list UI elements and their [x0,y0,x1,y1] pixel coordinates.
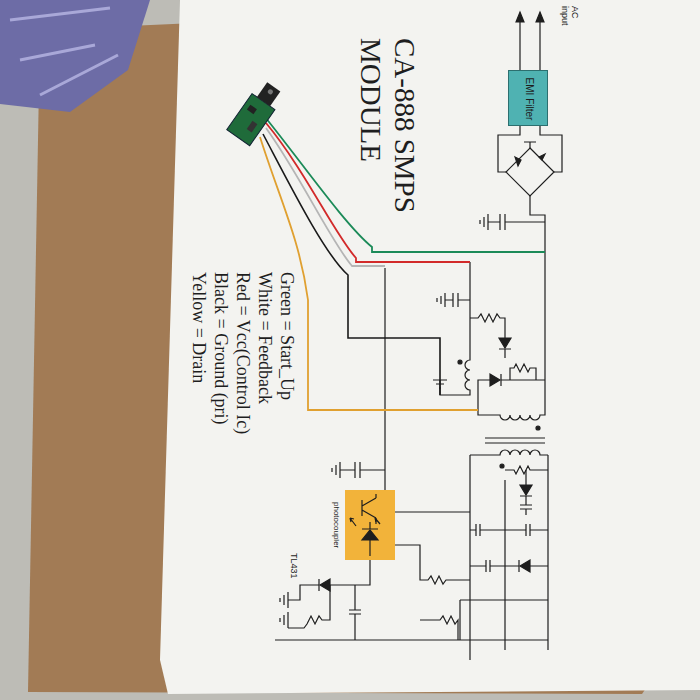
wire-note: Black = Ground (pri) [211,272,231,425]
signal-name: AC input [560,6,580,32]
filter-box: EMI Filter [508,70,548,126]
part-name: TL431 [289,553,299,579]
node-label: EMI Filter [524,77,535,121]
wire-note: Green = Start_Up [277,272,297,400]
wire-note: Yellow = Drain [189,272,209,383]
diagram-title: CA-888 SMPS MODULE [354,38,422,253]
wire-note: White = Feedback [255,272,275,404]
wire-note: Red = Vcc(Control Ic) [233,272,253,434]
node-label: photocoupler [332,502,341,548]
photocoupler-box: photocoupler [345,490,395,560]
